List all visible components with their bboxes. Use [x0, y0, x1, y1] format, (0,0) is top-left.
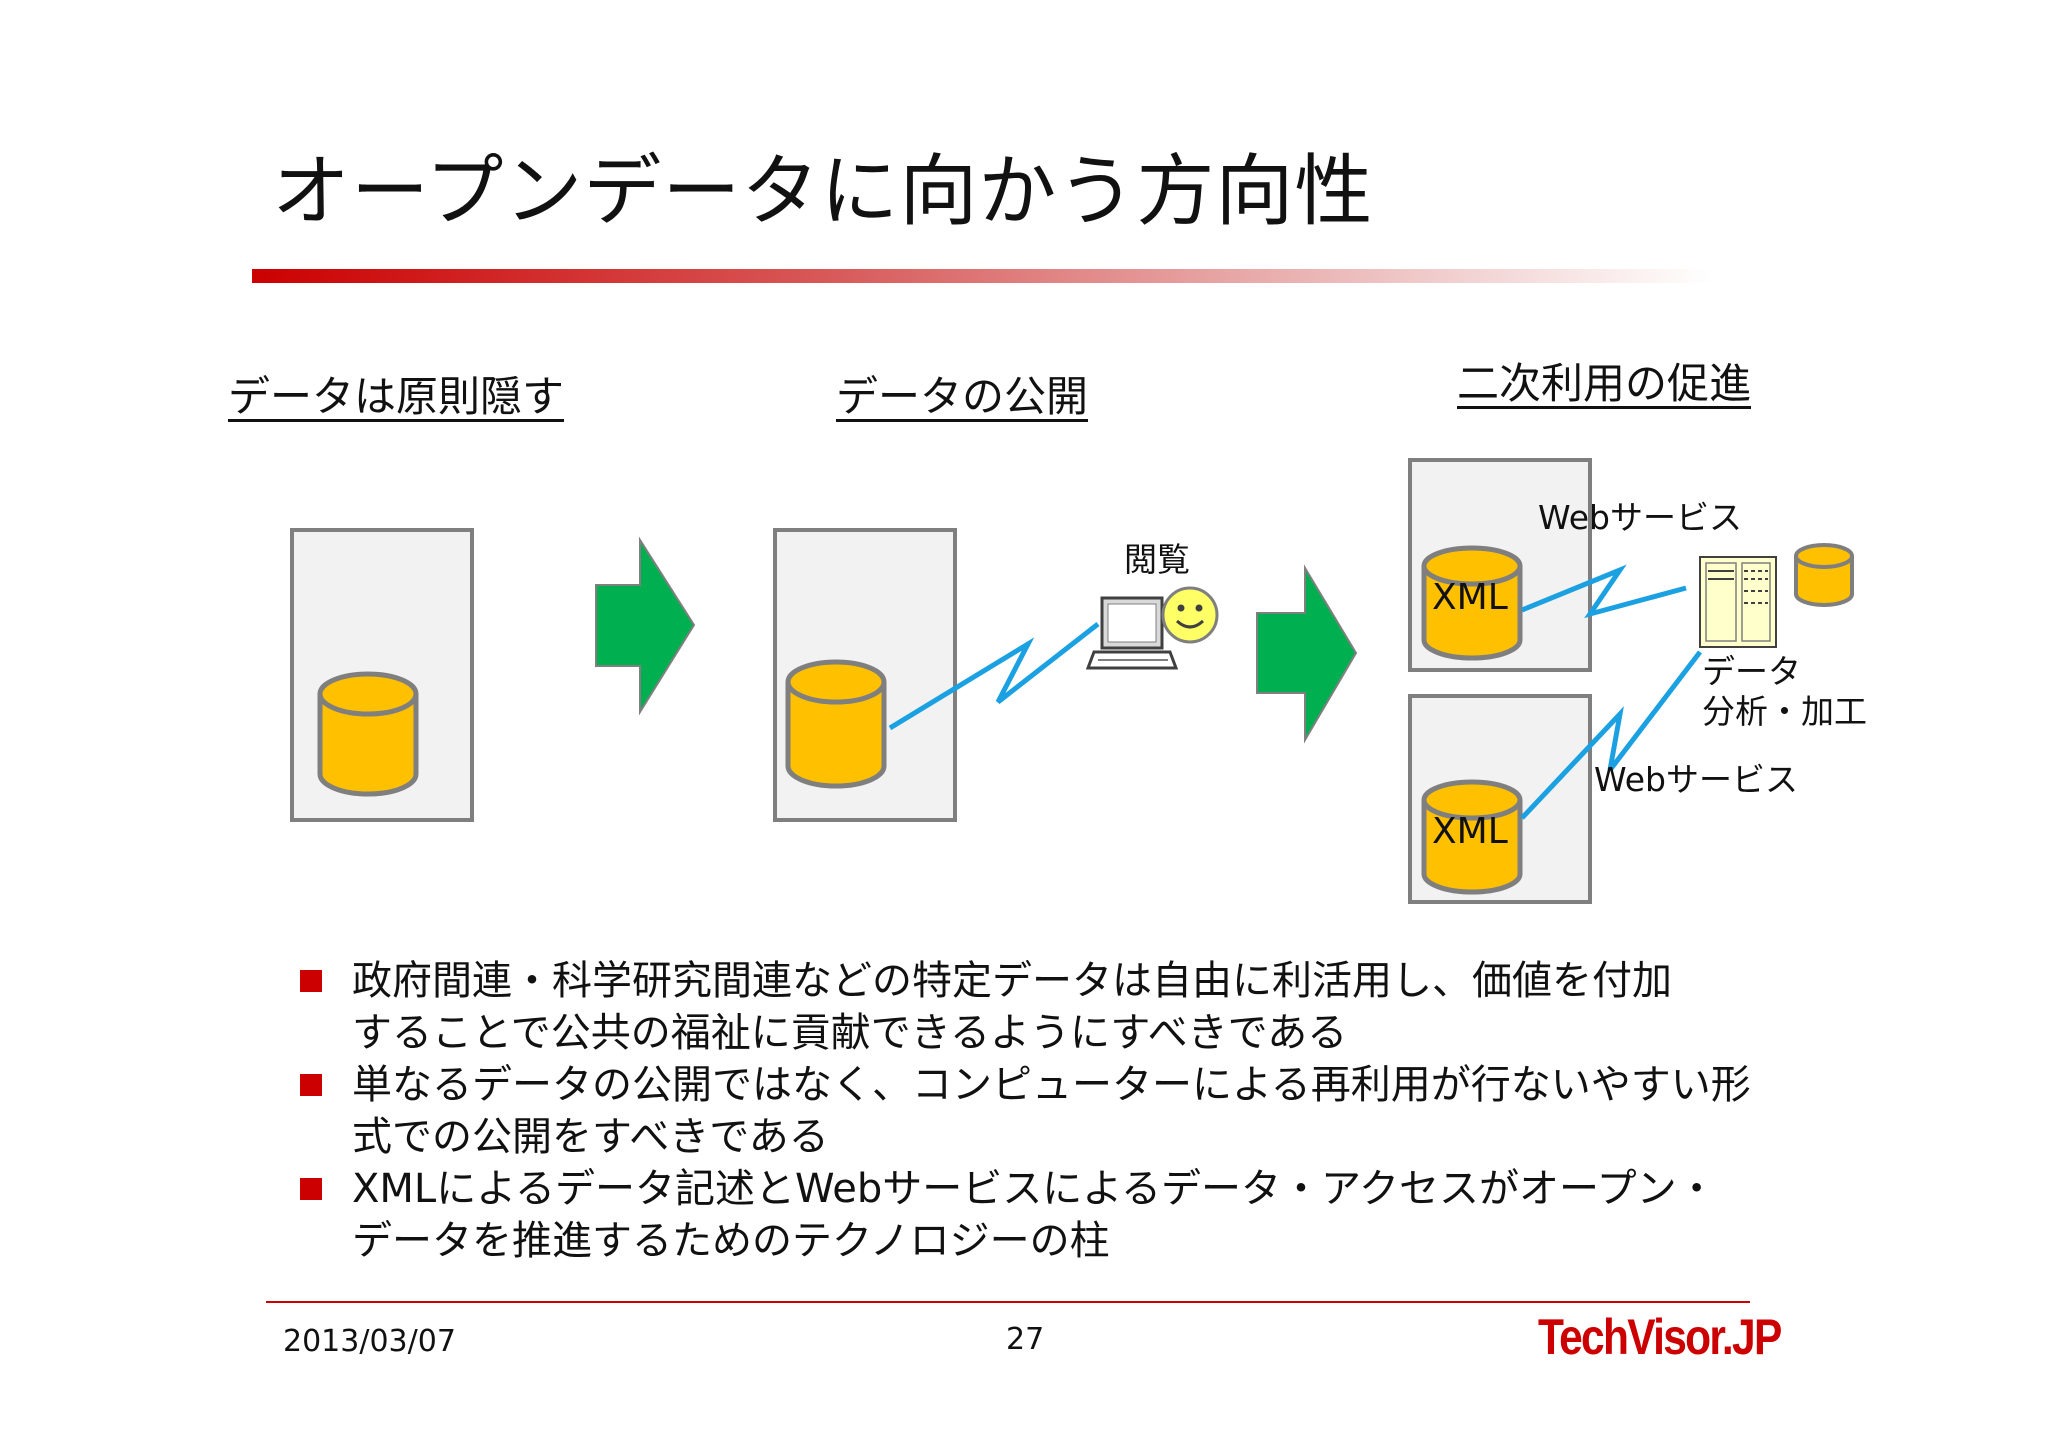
web-service-label-top: Webサービス — [1538, 498, 1742, 537]
database-icon — [317, 671, 419, 797]
footer-divider — [266, 1301, 1750, 1303]
analysis-label-line2: 分析・加工 — [1702, 692, 1867, 731]
brand-logo: TechVisor.JP — [1538, 1309, 1782, 1365]
xml-label-top: XML — [1432, 577, 1508, 618]
stage-title-hidden: データは原則隠す — [228, 372, 565, 421]
arrow-right-icon — [595, 536, 696, 716]
arrow-right-icon — [1256, 564, 1358, 744]
page-number: 27 — [1006, 1322, 1045, 1357]
database-icon — [785, 659, 887, 789]
bullet-item: 単なるデータの公開ではなく、コンピューターによる再利用が行ないやすい形 式での公… — [300, 1059, 1800, 1163]
square-bullet-icon — [300, 1074, 322, 1096]
smiley-icon — [1161, 586, 1219, 644]
database-icon — [1421, 779, 1523, 895]
network-link — [1521, 564, 1687, 619]
bullet-item: XMLによるデータ記述とWebサービスによるデータ・アクセスがオープン・ データ… — [300, 1163, 1800, 1267]
slide-title: オープンデータに向かう方向性 — [272, 147, 1374, 237]
viewer-label: 閲覧 — [1124, 540, 1190, 579]
bullet-text: 政府間連・科学研究間連などの特定データは自由に利活用し、価値を付加 することで公… — [352, 958, 1672, 1056]
database-icon — [1794, 543, 1854, 607]
bullet-list: 政府間連・科学研究間連などの特定データは自由に利活用し、価値を付加 することで公… — [300, 955, 1800, 1267]
xml-label-bottom: XML — [1432, 811, 1508, 852]
server-icon — [1699, 556, 1777, 648]
network-link — [888, 622, 1100, 731]
bullet-text: 単なるデータの公開ではなく、コンピューターによる再利用が行ないやすい形 式での公… — [352, 1062, 1751, 1160]
bullet-item: 政府間連・科学研究間連などの特定データは自由に利活用し、価値を付加 することで公… — [300, 955, 1800, 1059]
bullet-text: XMLによるデータ記述とWebサービスによるデータ・アクセスがオープン・ データ… — [352, 1166, 1717, 1264]
laptop-icon — [1085, 596, 1179, 670]
title-underline-bar — [252, 269, 1712, 283]
footer-date: 2013/03/07 — [283, 1324, 456, 1359]
square-bullet-icon — [300, 970, 322, 992]
web-service-label-bottom: Webサービス — [1594, 760, 1798, 799]
square-bullet-icon — [300, 1178, 322, 1200]
stage-title-reuse: 二次利用の促進 — [1457, 359, 1752, 408]
database-icon — [1421, 545, 1523, 661]
network-link — [1520, 650, 1702, 820]
stage-title-published: データの公開 — [836, 372, 1089, 421]
analysis-label-line1: データ — [1702, 652, 1801, 691]
